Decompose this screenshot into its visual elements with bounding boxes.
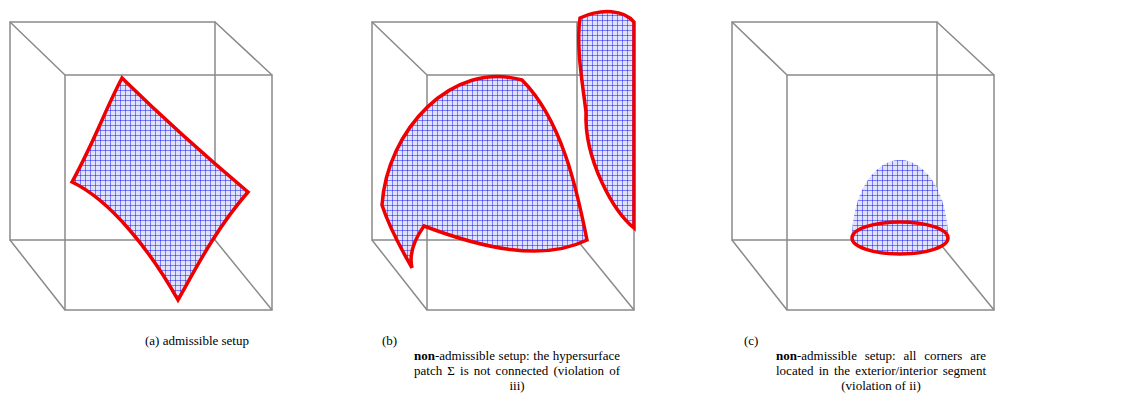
caption-body: (a) admissible setup [92, 333, 302, 348]
cube-c [732, 22, 994, 310]
caption-body: non-admissible setup: the hypersurface p… [414, 348, 620, 393]
caption-letter: (b) [382, 333, 397, 348]
caption: (a) admissible setup [92, 333, 302, 348]
caption: (b) non-admissible setup: the hypersurfac… [382, 333, 620, 393]
caption-text: -admissible setup: all corners are locat… [776, 348, 986, 393]
caption-text: non [776, 348, 797, 363]
caption-text: non [414, 348, 435, 363]
caption-letter: (c) [744, 333, 758, 348]
caption-text: -admissible setup: the hypersurface patc… [414, 348, 620, 393]
caption-body: non-admissible setup: all corners are lo… [776, 348, 986, 393]
cube-b [372, 12, 634, 310]
caption-text: (a) admissible setup [145, 333, 249, 348]
caption: (c) non-admissible setup: all corners are… [744, 333, 986, 393]
cube-a [10, 22, 272, 310]
